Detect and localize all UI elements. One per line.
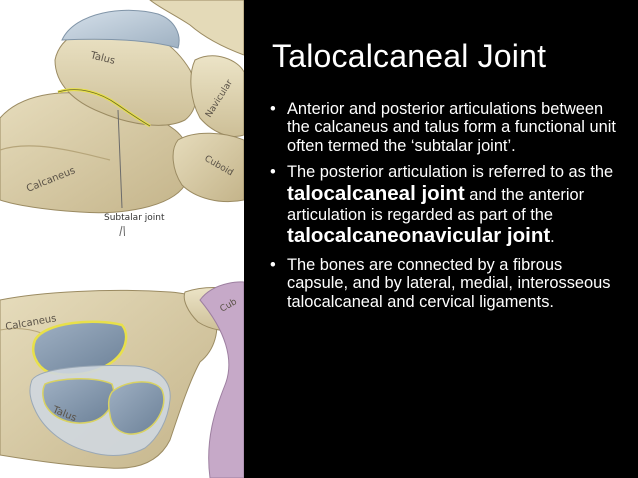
foot-bones-illustration: Talus Navicular Calcaneus Cuboid Subtala… <box>0 0 244 478</box>
bullet-text: Anterior and posterior articulations bet… <box>287 100 616 155</box>
middle-talar-facet <box>107 381 165 435</box>
bullet-text: . <box>550 228 555 247</box>
slide-title: Talocalcaneal Joint <box>272 38 547 74</box>
posterior-calcaneal-facet <box>31 320 128 376</box>
bullet-text: The bones are connected by a fibrous cap… <box>287 256 611 311</box>
bullet-list: Anterior and posterior articulations bet… <box>270 100 620 319</box>
talar-dome-cartilage <box>61 9 180 49</box>
foot-bones-drawing: Talus Navicular Calcaneus Cuboid Subtala… <box>0 0 244 478</box>
posterior-talar-facet <box>42 377 115 424</box>
bold-term: talocalcaneonavicular joint <box>287 224 551 248</box>
bullet-text: and the anterior articulation is regarde… <box>287 185 585 224</box>
cuboid-bone-upper <box>172 132 244 203</box>
bold-term: talocalcaneal joint <box>287 181 465 205</box>
soft-tissue-purple <box>199 281 244 478</box>
bullet-item: The posterior articulation is referred t… <box>270 163 620 248</box>
bullet-text: The posterior articulation is referred t… <box>287 163 614 182</box>
label-subtalar-joint: Subtalar joint <box>104 213 165 223</box>
bullet-item: The bones are connected by a fibrous cap… <box>270 256 620 311</box>
bullet-item: Anterior and posterior articulations bet… <box>270 100 620 155</box>
